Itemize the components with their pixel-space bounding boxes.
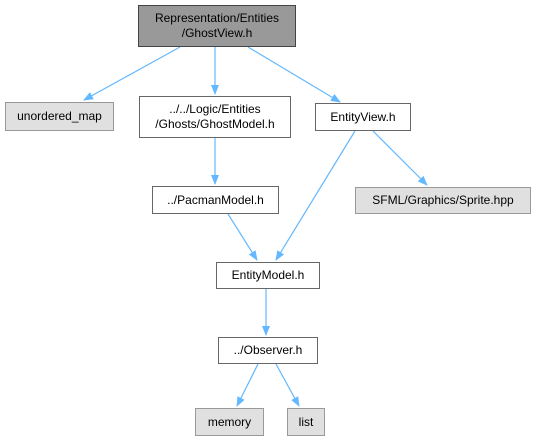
edge-entityview-to-sfml-sprite xyxy=(372,130,428,186)
node-ghostmodel-line-2: /Ghosts/GhostModel.h xyxy=(155,117,275,131)
node-unordered-map[interactable]: unordered_map xyxy=(5,102,114,131)
edge-entityview-to-entitymodel xyxy=(275,130,356,261)
node-ghostmodel[interactable]: ../../Logic/Entities /Ghosts/GhostModel.… xyxy=(139,96,291,138)
edge-pacmanmodel-to-entitymodel xyxy=(227,213,258,261)
node-pacmanmodel-label: ../PacmanModel.h xyxy=(167,192,264,207)
edge-ghostview-to-unordered-map xyxy=(83,46,181,101)
node-memory[interactable]: memory xyxy=(195,408,264,436)
node-ghostmodel-line-1: ../../Logic/Entities xyxy=(169,102,261,116)
node-entitymodel[interactable]: EntityModel.h xyxy=(216,262,320,289)
edge-observer-to-list xyxy=(275,363,300,407)
node-ghostview-line-1: Representation/Entities xyxy=(154,11,280,25)
edge-observer-to-memory xyxy=(236,363,259,407)
node-pacmanmodel[interactable]: ../PacmanModel.h xyxy=(152,186,279,214)
node-sfml-sprite[interactable]: SFML/Graphics/Sprite.hpp xyxy=(355,187,531,214)
node-ghostview[interactable]: Representation/Entities /GhostView.h xyxy=(138,5,296,47)
node-entityview[interactable]: EntityView.h xyxy=(315,103,411,131)
node-observer[interactable]: ../Observer.h xyxy=(218,337,318,364)
node-ghostview-line-2: /GhostView.h xyxy=(181,26,253,40)
node-memory-label: memory xyxy=(207,414,252,429)
node-list-label: list xyxy=(298,414,314,429)
node-entitymodel-label: EntityModel.h xyxy=(231,268,305,282)
node-list[interactable]: list xyxy=(287,408,325,436)
edge-ghostview-to-entityview xyxy=(247,46,341,103)
node-unordered-map-label: unordered_map xyxy=(17,109,102,123)
node-sfml-sprite-label: SFML/Graphics/Sprite.hpp xyxy=(372,193,514,207)
node-entityview-label: EntityView.h xyxy=(330,109,396,124)
node-observer-label: ../Observer.h xyxy=(233,343,303,357)
